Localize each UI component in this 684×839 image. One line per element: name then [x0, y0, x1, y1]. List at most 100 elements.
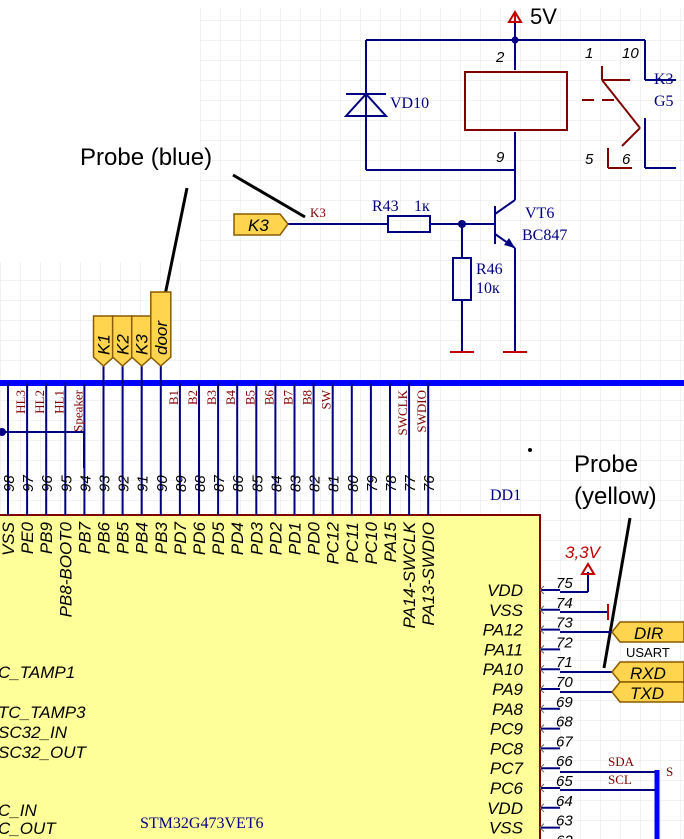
junction-dot	[511, 36, 519, 44]
pin-arrow	[539, 625, 545, 634]
left-pin-label: TC_TAMP3	[0, 703, 86, 722]
pin-number: 73	[556, 615, 573, 632]
pin-arrow	[539, 585, 545, 595]
pin-number: 77	[402, 475, 419, 492]
callout-line-blue-2	[162, 187, 189, 301]
net-sda-label: SDA	[608, 754, 635, 769]
pin-number: 74	[556, 595, 573, 612]
pin-number: 88	[192, 475, 209, 492]
pin-number: 69	[556, 694, 573, 711]
callout-probe-yellow-2: (yellow)	[574, 483, 657, 510]
pin-name: VSS	[489, 601, 524, 620]
pin-number: 81	[326, 475, 343, 492]
net-label: B4	[223, 390, 238, 406]
pin-arrow	[539, 684, 545, 694]
pin-number: 92	[116, 475, 133, 492]
callout-line-yellow	[602, 517, 632, 669]
left-pin-label: C_OUT	[0, 819, 57, 838]
net-label: B6	[261, 390, 276, 406]
transistor-emitter-arrow	[504, 238, 515, 248]
pin-number: 62	[556, 832, 573, 839]
port-txd-label: TXD	[630, 684, 664, 703]
pin-number: 93	[97, 475, 114, 492]
pin-arrow	[539, 803, 545, 813]
net-k3-label: K3	[310, 205, 326, 220]
resistor-r46	[452, 257, 472, 301]
relay-part-partial: G5	[654, 93, 674, 110]
bus-port	[150, 291, 172, 368]
net-label: B1	[166, 390, 181, 405]
net-label: SWDIO	[414, 390, 429, 433]
pin-number: 84	[268, 475, 285, 492]
pin-number: 87	[211, 475, 228, 492]
bus-port-label: K2	[114, 334, 133, 355]
relay-pin-9: 9	[496, 149, 505, 166]
pin-number: 82	[307, 475, 324, 492]
pin-name: PA15	[381, 521, 400, 562]
bus-port	[130, 315, 153, 368]
pin-name: PA14-SWCLK	[400, 521, 419, 628]
mcu-part-number: STM32G473VET6	[140, 815, 264, 832]
power-3v3-arrow	[580, 562, 596, 575]
pin-number: 94	[77, 475, 94, 492]
relay-ref-partial: K3	[654, 71, 674, 88]
pin-name: VDD	[487, 581, 523, 600]
port-rxd-label: RXD	[630, 664, 666, 683]
port-dir	[611, 621, 684, 643]
net-label: B7	[281, 390, 296, 406]
net-label: SW	[319, 389, 334, 409]
pin-arrow	[539, 724, 545, 733]
left-pin-label: C_TAMP1	[0, 663, 75, 682]
port-txd	[611, 681, 684, 703]
pin-name: PC6	[490, 779, 524, 798]
pin-number: 96	[39, 475, 56, 492]
pin-name: PB3	[152, 521, 171, 554]
pin-name: PA13-SWDIO	[419, 522, 438, 626]
pin-arrow	[539, 704, 545, 714]
pin-number: 90	[154, 475, 171, 492]
pin-name: PB8-BOOT0	[56, 521, 75, 617]
pin-name: PC10	[362, 521, 381, 564]
pin-number: 83	[288, 475, 305, 492]
net-label: B8	[300, 390, 315, 405]
left-pin-label: SC32_IN	[0, 723, 68, 742]
bus-port-label: K3	[133, 334, 152, 355]
pin-arrow	[539, 664, 545, 674]
pin-arrow	[539, 605, 545, 615]
transistor-ref: VT6	[525, 205, 554, 222]
pin-number: 89	[173, 475, 190, 492]
stray-dot	[528, 448, 532, 452]
net-label: B5	[242, 390, 257, 405]
net-label: B2	[185, 390, 200, 405]
net-label: B3	[204, 390, 219, 405]
pin-name: PB9	[37, 521, 56, 554]
relay-coil	[464, 71, 568, 131]
r46-value: 10к	[476, 280, 500, 297]
mcu-top-pins: 98VSS97PE096PB995PB8-BOOT094PB793PB692PB…	[0, 383, 438, 628]
relay-contact	[582, 66, 641, 169]
resistor-r43	[387, 215, 431, 233]
callout-probe-yellow-1: Probe	[574, 451, 638, 478]
pin-number: 64	[556, 793, 573, 810]
net-label: Speaker	[70, 389, 85, 432]
usart-label: USART	[626, 645, 670, 660]
transistor-part: BC847	[522, 227, 567, 244]
power-5v-label: 5V	[530, 4, 557, 29]
diode-vd10	[343, 92, 389, 117]
pin-name: PD5	[209, 521, 228, 555]
pin-number: 97	[20, 475, 37, 492]
pin-name: PD4	[228, 522, 247, 555]
partial-s-label: S	[666, 764, 673, 779]
pin-number: 71	[556, 654, 573, 671]
bus-port-label: door	[152, 320, 171, 355]
pin-name: PA10	[483, 660, 524, 679]
junction-dot	[0, 428, 6, 436]
port-k3-label: K3	[248, 216, 269, 235]
pin-name: PC9	[490, 720, 524, 739]
pin-name: PD1	[286, 522, 305, 555]
pin-arrow	[539, 645, 545, 654]
